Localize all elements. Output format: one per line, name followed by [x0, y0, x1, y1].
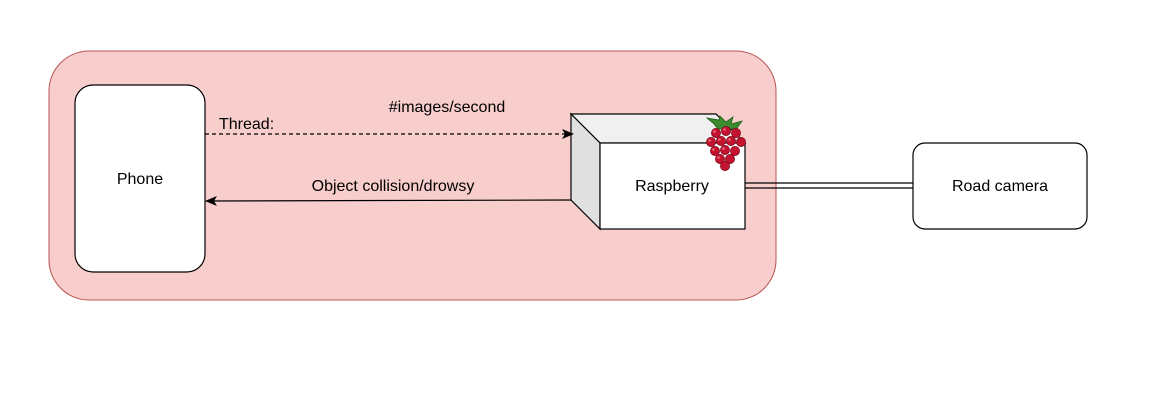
- raspberry-label: Raspberry: [635, 178, 709, 195]
- device-group-container: [48, 50, 777, 301]
- road-camera-label: Road camera: [952, 178, 1048, 195]
- images-per-second-label: #images/second: [389, 99, 506, 116]
- camera-link-edge[interactable]: [745, 182, 913, 189]
- thread-label: Thread:: [219, 116, 274, 133]
- thread-edge[interactable]: Thread: #images/second: [205, 99, 574, 139]
- phone-node[interactable]: Phone: [74, 84, 206, 273]
- phone-node-box: [74, 84, 206, 273]
- road-camera-node-box: [912, 142, 1088, 230]
- raspberry-node[interactable]: Raspberry: [569, 112, 747, 231]
- raspberry-icon: [705, 115, 746, 171]
- collision-label: Object collision/drowsy: [312, 178, 475, 195]
- phone-label: Phone: [117, 171, 163, 188]
- collision-edge-line: [205, 195, 572, 206]
- collision-edge[interactable]: Object collision/drowsy: [205, 178, 572, 206]
- road-camera-node[interactable]: Road camera: [912, 142, 1088, 230]
